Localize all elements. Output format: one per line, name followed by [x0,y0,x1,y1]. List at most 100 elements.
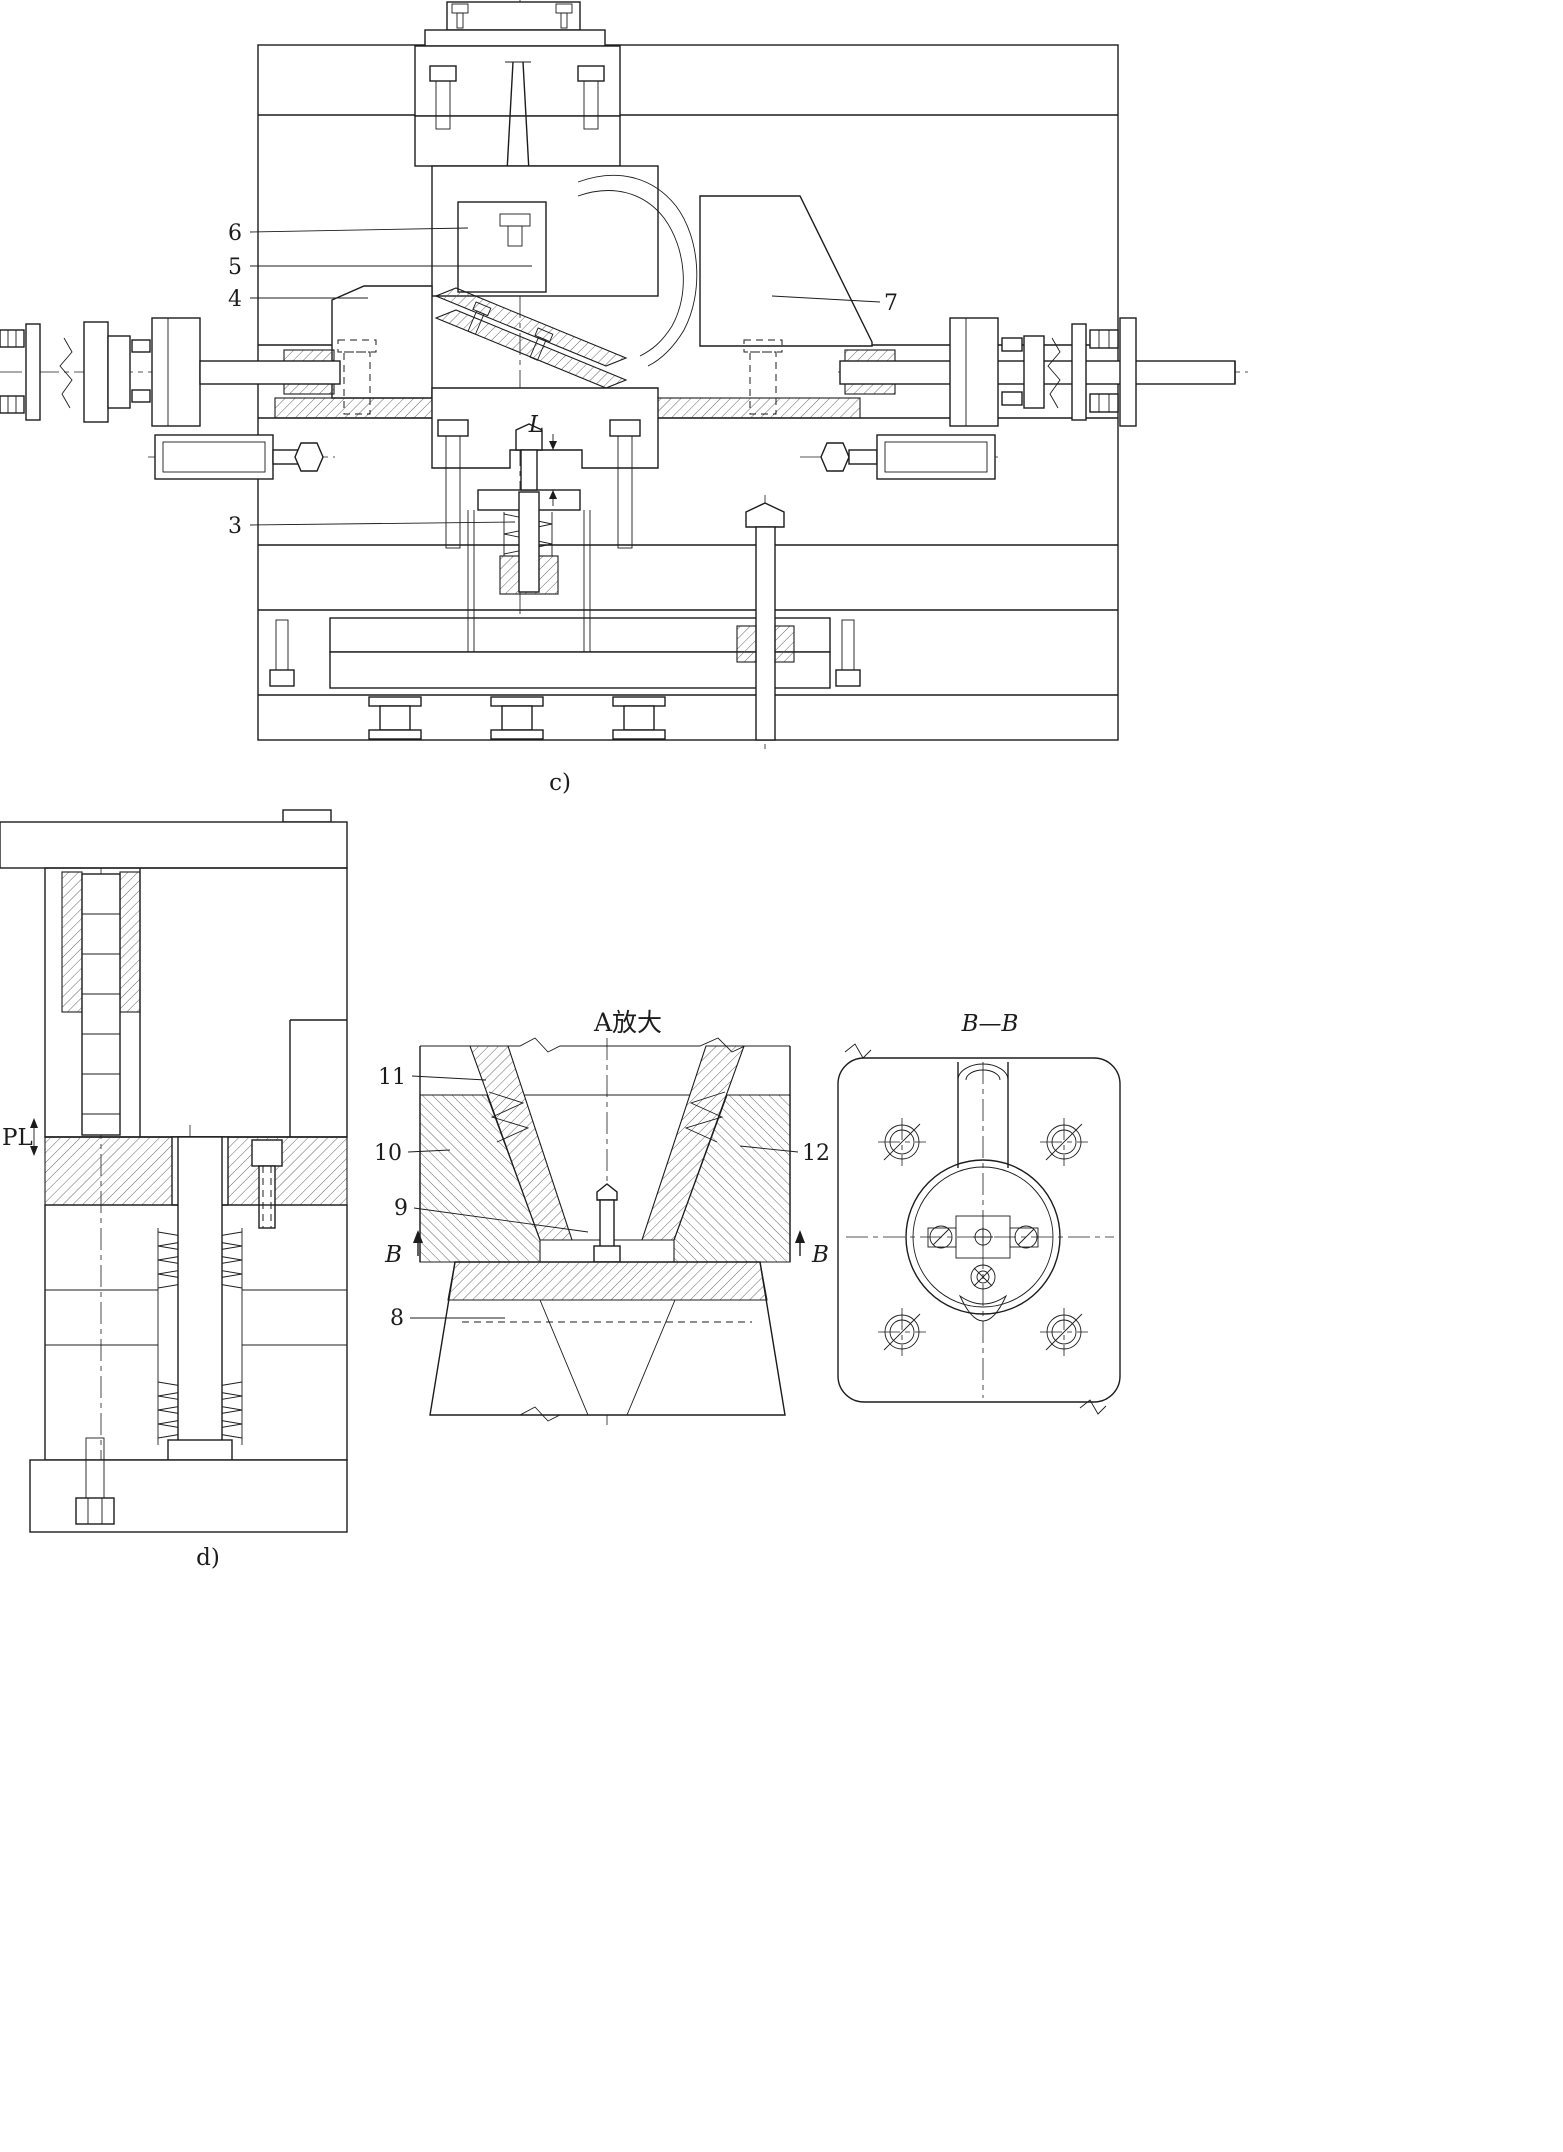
wear-plate-left [274,397,433,419]
hex-head [294,442,324,472]
pull-rod [199,360,341,385]
lifter-pin [177,1136,223,1461]
guide-bushing [61,871,83,1013]
mounting-plate [837,1057,1121,1403]
part-label-12: 12 [802,1141,830,1166]
side-rod-right [839,317,1236,427]
part-label-3: 3 [228,514,242,539]
hex-nut [1089,393,1119,413]
bolt [835,619,861,687]
hidden-bolt [337,339,377,415]
angled-screw [529,327,554,361]
bolt-hole [878,1118,926,1166]
section-bb-title: B—B [961,1011,1019,1037]
sprue-assembly [414,1,621,209]
leader-11 [411,1075,487,1081]
part-label-8: 8 [390,1306,404,1331]
guide-pillar [61,871,141,1136]
core-block-12 [673,1094,791,1263]
part-label-10: 10 [374,1141,402,1166]
figure-c: L 6 5 4 3 7 c) [0,0,1248,796]
bolt [429,65,457,130]
top-clamp-plate [0,821,348,869]
leader-12 [739,1145,799,1153]
bracket [151,317,201,427]
bolt-hole [1040,1118,1088,1166]
side-rod-left [0,317,341,427]
hex-nut [0,395,25,414]
core-insert-6 [457,201,547,293]
wear-plate-right [654,397,861,419]
spool [612,696,666,740]
limit-cylinder-right [820,434,996,480]
ejector-pin-3 [520,449,538,491]
bolt [555,3,573,29]
cavity-core [331,165,873,469]
part-label-4: 4 [228,287,242,312]
hex-head [820,442,850,472]
section-arrow-b-left: B [384,1230,423,1268]
support-spools [368,696,666,740]
hidden-bolt [743,339,783,415]
part-label-6: 6 [228,221,242,246]
pl-label: PL [2,1125,33,1151]
bolt-hole [878,1308,926,1356]
spool [368,696,422,740]
core-block-10 [419,1094,541,1263]
bolt-hole [1040,1308,1088,1356]
ejector-pin-9 [593,1183,621,1263]
fasteners [269,339,861,687]
part-labels: 11 10 9 8 12 [374,1065,830,1331]
molded-part-inner [577,190,684,357]
section-arrow-b-right: B [795,1230,829,1268]
break-line [59,337,73,409]
leader-10 [407,1149,451,1153]
bolt [251,1139,283,1229]
detail-a-title: A放大 [593,1008,662,1037]
limit-cylinder-left [154,434,324,480]
slide-4 [331,285,433,399]
break-line [430,1406,785,1422]
part-label-11: 11 [378,1065,406,1090]
section-b-label-left: B [384,1242,402,1268]
section-b-label-right: B [811,1242,829,1268]
break-line [1047,337,1061,409]
break-mark [844,1043,872,1059]
leader-3 [249,521,516,526]
dimension-l: L [528,412,568,506]
mold-base [257,44,1119,741]
spool [490,696,544,740]
cavity-block-7 [699,195,873,347]
bolt [577,65,605,130]
center-circle-inner [912,1166,1054,1308]
sprue-puller-groove [958,1294,1008,1322]
leader-7 [771,295,881,303]
ejector-pin-assembly [467,423,591,652]
leader-6 [249,227,469,233]
bolt [451,3,469,29]
figure-d: PL [0,809,348,1571]
hex-nut [1089,329,1119,349]
leader-9 [413,1207,589,1233]
sprue-bush-holder [414,115,621,167]
break-mark [1079,1399,1107,1415]
dimension-l-label: L [528,412,544,438]
part-label-5: 5 [228,255,242,280]
spring [488,1091,530,1143]
figure-d-caption: d) [196,1545,220,1571]
center-boss [957,1062,1009,1168]
molded-part-outer [577,175,698,367]
angled-slide-bar [434,309,628,389]
angled-slide-bar [434,287,628,367]
guide-bushing [119,871,141,1013]
angled-screw [467,301,492,335]
part-label-7: 7 [884,291,898,316]
figure-c-caption: c) [549,770,571,796]
part-labels: 6 5 4 3 7 [228,221,898,539]
core-block [431,387,659,469]
bolt [269,619,295,687]
detail-a: A放大 B B [374,1008,830,1425]
ejector-pin-shank [518,491,540,593]
return-pin [736,502,795,741]
